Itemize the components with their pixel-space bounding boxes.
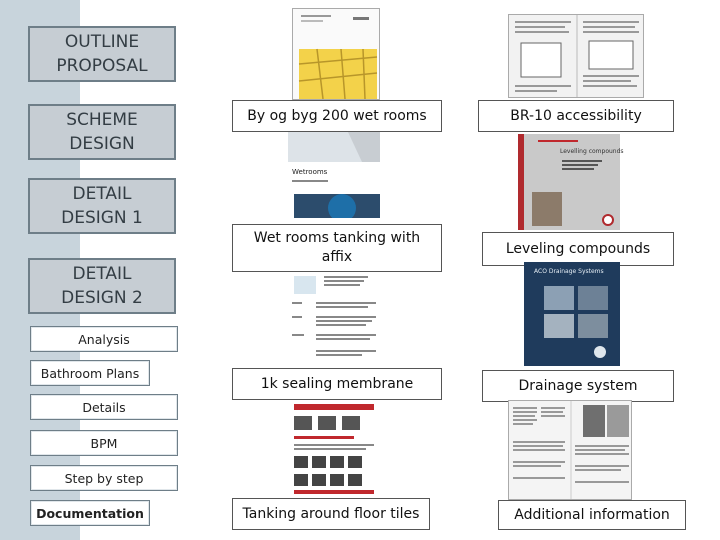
- thumbnail-graphic: [509, 15, 643, 97]
- label-text: 1k sealing membrane: [260, 375, 414, 392]
- thumbnail-br10[interactable]: [508, 14, 644, 98]
- label-tanking-floor-tiles: Tanking around floor tiles: [232, 498, 430, 530]
- subitem-step-by-step[interactable]: Step by step: [30, 465, 178, 491]
- wetrooms-title: Wetrooms: [292, 168, 328, 176]
- label-text: Tanking around floor tiles: [242, 505, 420, 522]
- label-additional-information: Additional information: [498, 500, 686, 530]
- label-drainage-system: Drainage system: [482, 370, 674, 402]
- label-text-wrap: Wet rooms tanking with affix: [254, 229, 420, 267]
- subitem-bpm[interactable]: BPM: [30, 430, 178, 456]
- stage-detail-design-1[interactable]: DETAIL DESIGN 1: [28, 178, 176, 234]
- stage-label-line1: DETAIL: [72, 264, 132, 284]
- label-wet-rooms-tanking: Wet rooms tanking with affix: [232, 224, 442, 272]
- label-sealing-membrane: 1k sealing membrane: [232, 368, 442, 400]
- label-text: Additional information: [514, 506, 670, 523]
- label-text: By og byg 200 wet rooms: [247, 107, 427, 124]
- subitem-bathroom-plans[interactable]: Bathroom Plans: [30, 360, 150, 386]
- label-by-og-byg: By og byg 200 wet rooms: [232, 100, 442, 132]
- thumbnail-leveling[interactable]: [518, 134, 620, 230]
- label-text-line2: affix: [321, 249, 353, 265]
- stage-scheme-design[interactable]: SCHEME DESIGN: [28, 104, 176, 160]
- thumbnail-graphic: [288, 272, 384, 368]
- stage-detail-design-2[interactable]: DETAIL DESIGN 2: [28, 258, 176, 314]
- stage-label-line2: DESIGN 1: [61, 208, 143, 228]
- subitem-details[interactable]: Details: [30, 394, 178, 420]
- thumbnail-graphic: [293, 9, 379, 99]
- thumbnail-graphic: [524, 262, 620, 366]
- label-leveling-compounds: Leveling compounds: [482, 232, 674, 266]
- label-br10: BR-10 accessibility: [478, 100, 674, 132]
- stage-outline-proposal[interactable]: OUTLINE PROPOSAL: [28, 26, 176, 82]
- stage-label-line1: SCHEME: [66, 110, 138, 130]
- thumbnail-graphic: [509, 401, 631, 499]
- stage-label-line2: DESIGN: [69, 134, 135, 154]
- subitem-analysis[interactable]: Analysis: [30, 326, 178, 352]
- thumbnail-graphic: [518, 134, 620, 230]
- stage-label-line1: OUTLINE: [64, 32, 140, 52]
- stage-label-line2: DESIGN 2: [61, 288, 143, 308]
- subitem-documentation[interactable]: Documentation: [30, 500, 150, 526]
- thumbnail-graphic: [288, 132, 380, 218]
- drainage-title: ACO Drainage Systems: [534, 268, 604, 275]
- label-text: Drainage system: [518, 377, 638, 394]
- thumbnail-by-og-byg[interactable]: [292, 8, 380, 100]
- stage-label-line2: PROPOSAL: [56, 56, 148, 76]
- label-text: BR-10 accessibility: [510, 107, 642, 124]
- label-text: Leveling compounds: [505, 240, 651, 257]
- thumbnail-sealing-membrane[interactable]: [288, 272, 384, 368]
- thumbnail-tanking-floor-tiles[interactable]: [288, 400, 380, 498]
- thumbnail-drainage[interactable]: [524, 262, 620, 366]
- thumbnail-graphic: [288, 400, 380, 498]
- leveling-title: Levelling compounds: [560, 148, 624, 155]
- thumbnail-wetrooms[interactable]: [288, 132, 380, 218]
- stage-label-line1: DETAIL: [72, 184, 132, 204]
- thumbnail-additional-information[interactable]: [508, 400, 632, 500]
- label-text-line1: Wet rooms tanking with: [253, 230, 421, 246]
